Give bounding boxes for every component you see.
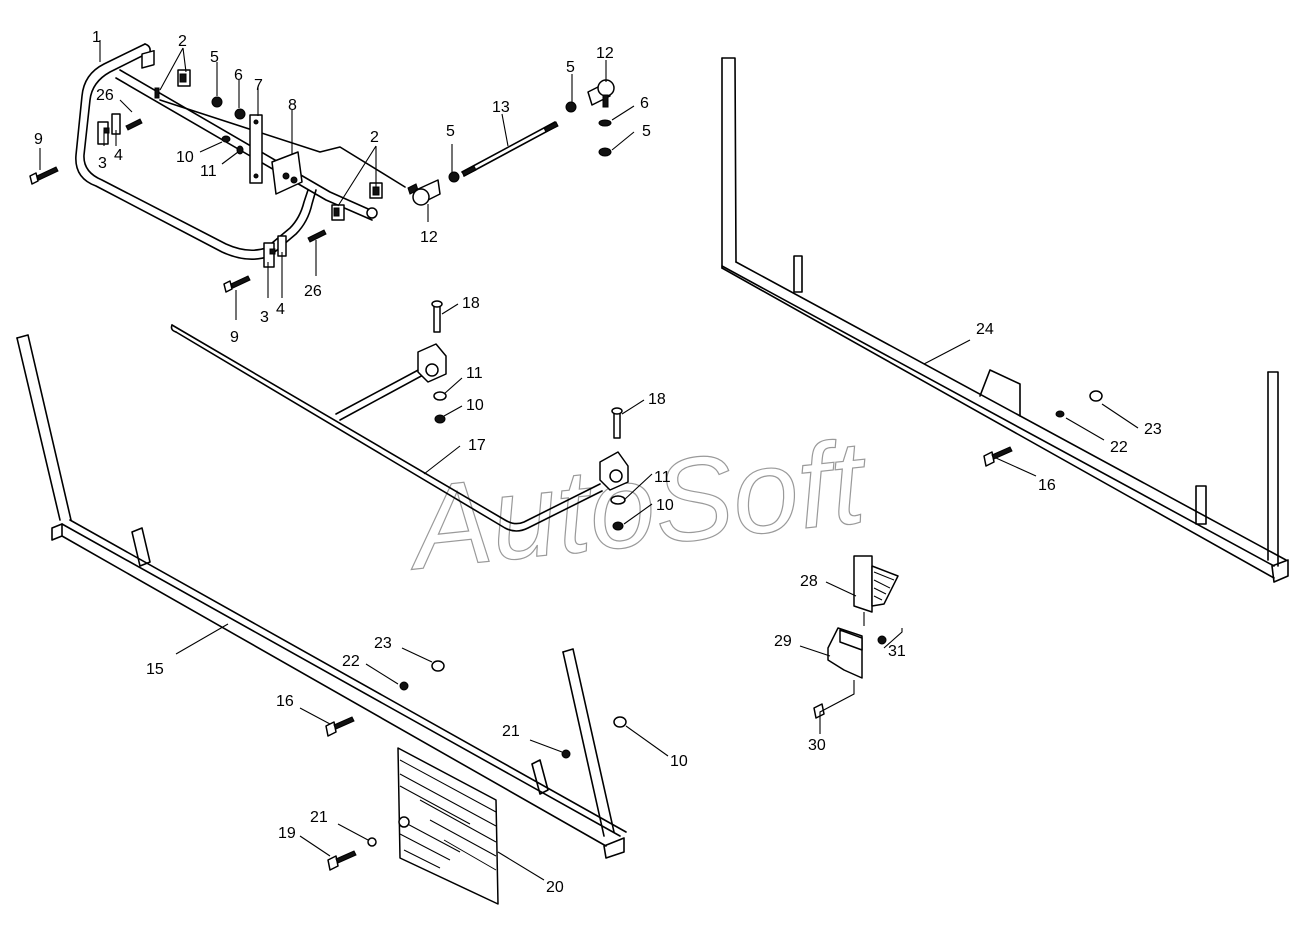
callout-21-sign: 21 — [310, 809, 328, 826]
part-15-frame-left — [16, 334, 627, 859]
callout-1: 1 — [92, 29, 101, 46]
part-26-pin-lower — [307, 229, 327, 243]
part-29-bracket — [827, 627, 863, 679]
part-22-washer-right — [1055, 410, 1065, 418]
callout-9-upper: 9 — [34, 131, 43, 148]
callout-5-a: 5 — [210, 49, 219, 66]
callout-4-upper: 4 — [114, 147, 123, 164]
callout-4-lower: 4 — [276, 301, 285, 318]
part-17-u-bar — [170, 324, 603, 532]
part-30-bolt — [813, 703, 825, 719]
callout-20: 20 — [546, 879, 564, 896]
callout-labels: 1 2 2 3 3 4 4 5 5 5 5 6 6 7 8 9 9 10 10 … — [34, 29, 1162, 896]
part-5-nut-a — [211, 96, 223, 108]
part-2-bracket-upper — [141, 49, 191, 99]
callout-31: 31 — [888, 643, 906, 660]
callout-2-upper: 2 — [178, 33, 187, 50]
part-19-bolt — [327, 850, 357, 871]
callout-18-lower: 18 — [648, 391, 666, 408]
callout-15: 15 — [146, 661, 164, 678]
part-6-washer-b — [598, 119, 612, 127]
part-1-tube-frame — [75, 43, 406, 260]
part-5-nut-d — [598, 147, 612, 157]
part-10-nut-upper — [221, 135, 231, 143]
callout-13: 13 — [492, 99, 510, 116]
callout-30: 30 — [808, 737, 826, 754]
part-31-nut — [877, 635, 887, 645]
callout-2-lower: 2 — [370, 129, 379, 146]
callout-3-upper: 3 — [98, 155, 107, 172]
part-12-rod-end-upper — [587, 79, 615, 108]
part-21-washer-sign — [367, 837, 377, 847]
callout-26-lower: 26 — [304, 283, 322, 300]
part-13-threaded-rod — [461, 121, 559, 177]
callout-17: 17 — [468, 437, 486, 454]
part-16-bolt-left — [325, 716, 355, 737]
part-3-4-plates-upper — [97, 113, 121, 145]
part-24-frame-right — [721, 57, 1289, 583]
leader-lines — [39, 40, 1139, 881]
callout-5-d: 5 — [642, 123, 651, 140]
callout-23-left: 23 — [374, 635, 392, 652]
callout-5-b: 5 — [446, 123, 455, 140]
callout-10-upper: 10 — [176, 149, 194, 166]
callout-11-upper: 11 — [200, 163, 217, 180]
part-9-bolt-upper — [29, 166, 59, 185]
callout-24: 24 — [976, 321, 994, 338]
part-20-sign-plate — [397, 747, 499, 905]
part-26-pin-upper — [125, 118, 143, 131]
callout-11-bar-b: 11 — [654, 469, 671, 486]
callout-23-right: 23 — [1144, 421, 1162, 438]
callout-12-upper: 12 — [596, 45, 614, 62]
part-8-plate — [271, 151, 303, 195]
part-10-nut-17b — [612, 521, 624, 531]
part-10-nut-17a — [434, 414, 446, 424]
callout-7: 7 — [254, 77, 263, 94]
part-28-wedge-holder — [853, 555, 899, 613]
part-12-rod-end-lower — [407, 179, 441, 206]
part-11-washer-upper — [236, 145, 244, 155]
part-16-bolt-right — [983, 446, 1013, 467]
part-11-washer-17b — [610, 495, 626, 505]
callout-29: 29 — [774, 633, 792, 650]
part-21-washer-post — [561, 749, 571, 759]
callout-6-a: 6 — [234, 67, 243, 84]
callout-8: 8 — [288, 97, 297, 114]
part-2-bracket-lower — [331, 182, 383, 221]
callout-6-b: 6 — [640, 95, 649, 112]
callout-10-bar-b: 10 — [656, 497, 674, 514]
part-23-nut-right — [1089, 390, 1103, 402]
part-18-clamp-lower — [599, 407, 629, 491]
callout-22-right: 22 — [1110, 439, 1128, 456]
callout-9-lower: 9 — [230, 329, 239, 346]
part-11-washer-17a — [433, 391, 447, 401]
part-6-washer-a — [234, 108, 246, 120]
callout-5-c: 5 — [566, 59, 575, 76]
callout-18-upper: 18 — [462, 295, 480, 312]
callout-10-bar-a: 10 — [466, 397, 484, 414]
callout-28: 28 — [800, 573, 818, 590]
part-18-clamp-upper — [417, 300, 447, 383]
part-22-washer-left — [399, 681, 409, 691]
callout-19: 19 — [278, 825, 296, 842]
callout-21-post: 21 — [502, 723, 520, 740]
part-5-nut-b — [448, 171, 460, 183]
callout-10-post: 10 — [670, 753, 688, 770]
callout-26-upper: 26 — [96, 87, 114, 104]
callout-11-bar-a: 11 — [466, 365, 483, 382]
callout-16-left: 16 — [276, 693, 294, 710]
part-9-bolt-lower — [223, 275, 251, 293]
part-7-link — [249, 114, 263, 184]
part-10-nut-post — [613, 716, 627, 728]
callout-22-left: 22 — [342, 653, 360, 670]
part-23-nut-left — [431, 660, 445, 672]
callout-3-lower: 3 — [260, 309, 269, 326]
part-5-nut-c — [565, 101, 577, 113]
callout-16-right: 16 — [1038, 477, 1056, 494]
callout-12-lower: 12 — [420, 229, 438, 246]
